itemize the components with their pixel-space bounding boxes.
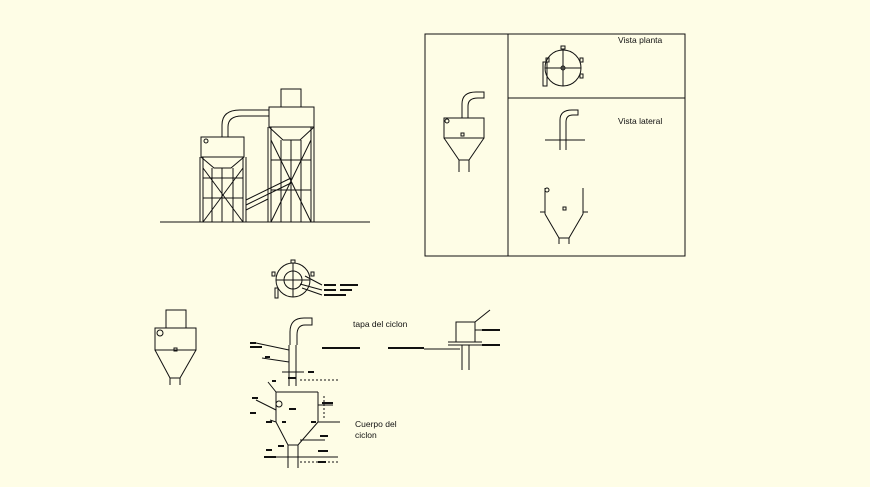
cyclone-cap-detail: [448, 309, 500, 370]
conveyor: [245, 177, 292, 211]
vista-lateral-label: Vista lateral: [618, 116, 662, 126]
tapa-del-ciclon-label: tapa del ciclon: [353, 319, 408, 329]
left-silo: [199, 136, 247, 223]
views-frame: [424, 33, 686, 257]
plant-elevation: [160, 88, 370, 223]
cuerpo-del-ciclon-label-1: Cuerpo del: [355, 419, 397, 429]
cyclone-exploded-detail: [250, 317, 340, 468]
cuerpo-del-ciclon-label-2: ciclon: [355, 430, 377, 440]
cyclone-elevation-small: [154, 309, 197, 385]
cyclone-side-view-left-cell: [443, 91, 485, 172]
cyclone-plan-view: [542, 45, 584, 87]
cyclone-cone-body: [540, 187, 588, 244]
cyclone-lateral-view: [545, 109, 585, 150]
plan-detail-circle: [271, 259, 358, 299]
vista-planta-label: Vista planta: [618, 35, 663, 45]
connecting-duct: [221, 109, 269, 137]
right-silo: [267, 88, 315, 223]
